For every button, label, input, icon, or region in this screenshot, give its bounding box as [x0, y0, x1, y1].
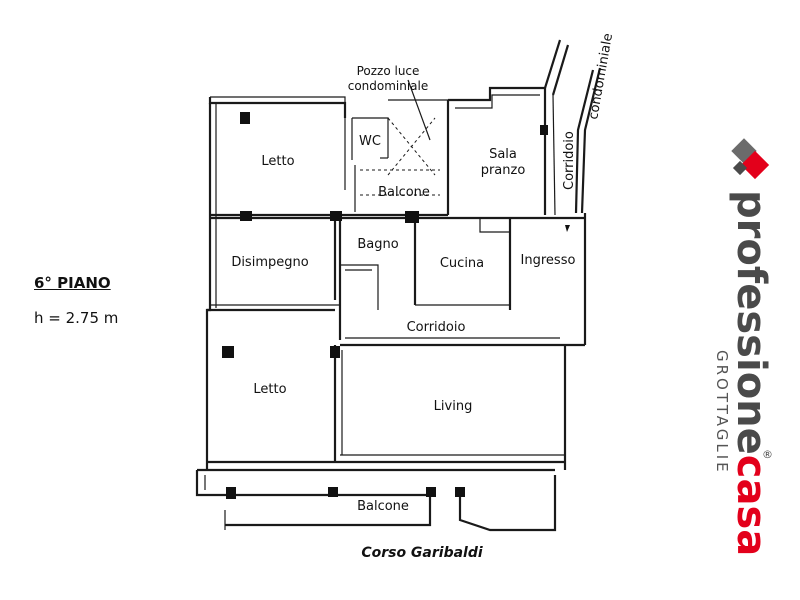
corridoio-label: Corridoio [407, 320, 466, 335]
logo-city: GROTTAGLIE [713, 350, 731, 475]
cucina-label: Cucina [440, 256, 484, 271]
living-label: Living [434, 399, 473, 414]
balcone-label: Balcone [357, 499, 409, 514]
letto-top-label: Letto [261, 154, 294, 169]
pozzo-luce-label-line2: condominiale [348, 79, 429, 93]
logo-brand-part1: professione [728, 190, 774, 455]
sala-pranzo-label-line2: pranzo [481, 163, 526, 178]
brand-logo: professionecasa GROTTAGLIE ® [713, 138, 774, 556]
balcone-small-label: Balcone [378, 185, 430, 200]
logo-registered-mark: ® [762, 448, 773, 461]
logo-brand-part2: casa [728, 455, 774, 557]
disimpegno-label: Disimpegno [231, 255, 308, 270]
bagno-label: Bagno [357, 237, 398, 252]
ingresso-label: Ingresso [521, 253, 576, 268]
lower-balcony [195, 468, 557, 532]
floor-title: 6° PIANO [34, 274, 111, 292]
ceiling-height: h = 2.75 m [34, 309, 119, 327]
outer-walls [205, 39, 602, 470]
room-labels: Pozzo luce condominiale Letto WC Balcone… [231, 32, 616, 561]
wc-label: WC [359, 134, 381, 149]
logo-diamond-icon [731, 138, 770, 180]
letto-bottom-label: Letto [253, 382, 286, 397]
pillars [222, 112, 570, 499]
street-label: Corso Garibaldi [361, 545, 483, 561]
interior-walls [207, 79, 585, 462]
pozzo-luce-label-line1: Pozzo luce [357, 64, 420, 78]
sala-pranzo-label-line1: Sala [489, 147, 517, 162]
svg-text:professionecasa: professionecasa [728, 190, 774, 556]
corridoio-vertical-label: Corridoio [562, 131, 577, 190]
